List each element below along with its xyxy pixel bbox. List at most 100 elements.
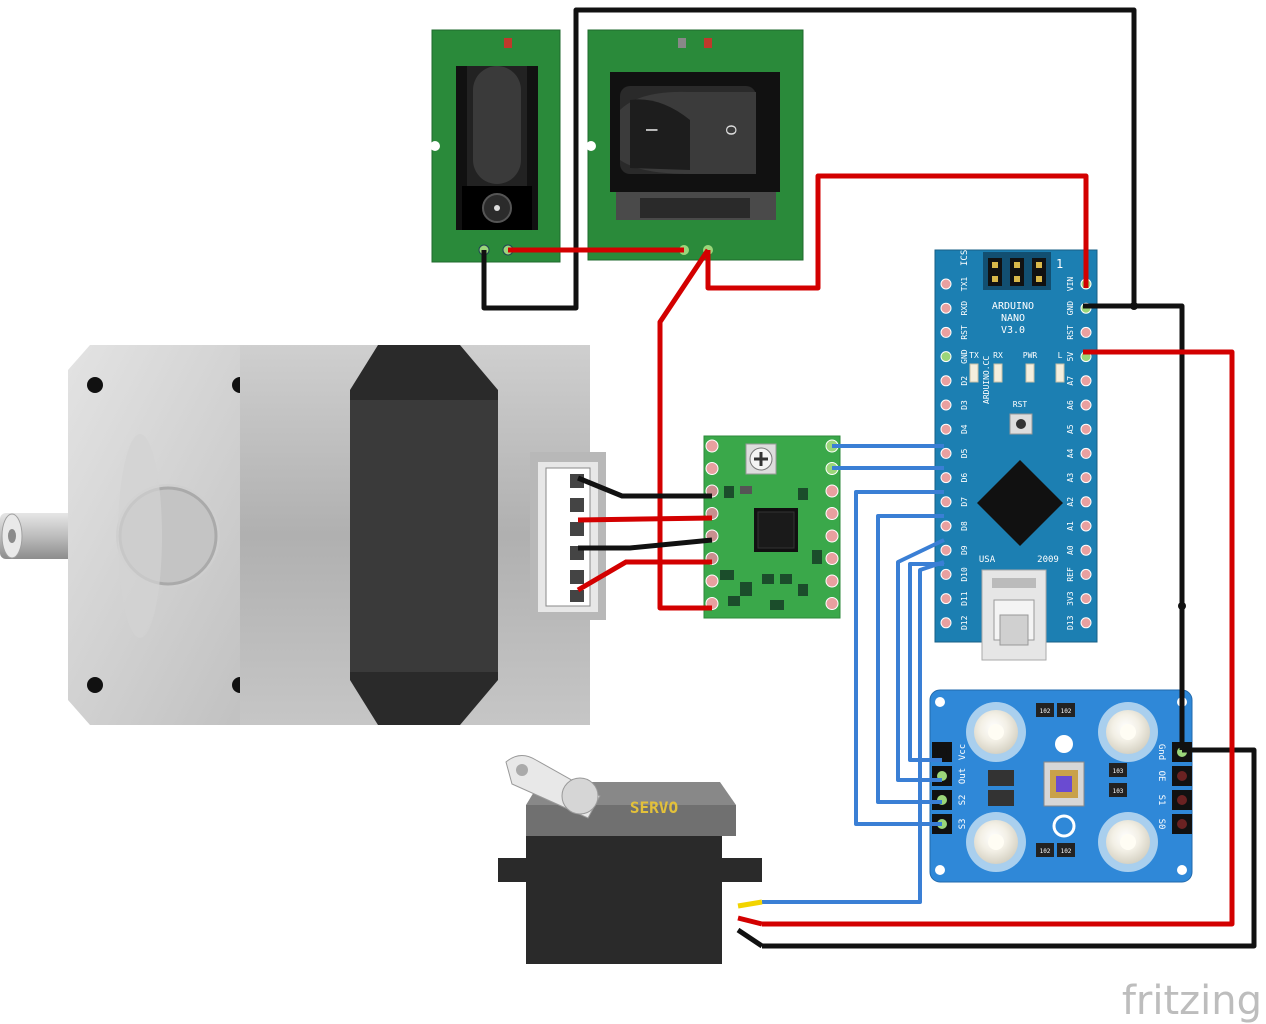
nano-pin-d13 [1080,617,1092,629]
nano-pin-label: A3 [1066,473,1075,483]
nano-pin-label: D10 [960,567,969,582]
driver-pad [825,597,839,610]
sensor-pin-label: OE [1156,771,1166,782]
nano-led [1025,363,1035,383]
wire-switch-to-driver [657,248,712,611]
resistor-label: 102 [1040,848,1051,855]
arduino-nano: ICSP 1 ARDUINO NANO V3.0 ARDUINO.CC RST … [934,244,1098,661]
nano-pin-rxd [940,302,952,314]
nano-pin-a4 [1080,447,1092,459]
nano-pin-d10 [940,568,952,580]
board-year: 2009 [1037,555,1059,565]
nano-pin-label: A1 [1066,521,1075,531]
nano-pin-a3 [1080,472,1092,484]
wire-coil-b2 [576,559,712,593]
fritzing-watermark: fritzing [1122,978,1262,1024]
wire-coil-b1 [578,537,713,551]
sensor-pin-label: Gnd [1156,744,1166,760]
nano-pin-d11 [940,593,952,605]
board-origin: USA [979,555,996,565]
nano-pin-a6 [1080,399,1092,411]
servo-lead-power [737,915,763,927]
wire-sensor-vcc [908,562,944,762]
sensor-pin-label: Vcc [958,744,968,760]
wire-coil-a2 [577,515,713,523]
icsp-label: ICSP [960,244,970,266]
driver-pad [825,529,839,543]
nano-pin-d7 [940,496,952,508]
sensor-resistor [1109,763,1127,777]
driver-pad [825,574,839,588]
servo-label: SERVO [630,798,678,817]
wire-servo-signal [762,560,945,904]
stepper-driver-board [703,435,841,619]
nano-pin-ref [1080,568,1092,580]
nano-pin-label: D3 [960,400,969,410]
nano-pin-a7 [1080,375,1092,387]
nano-pin-label: D13 [1066,615,1075,630]
nano-led [969,363,979,383]
nano-pin-rst [940,326,952,338]
resistor-label: 102 [1040,708,1051,715]
nano-pin-label: A0 [1066,545,1075,555]
nano-led-label: TX [969,351,979,360]
sensor-pin-label: Out [958,768,968,784]
nano-pin-label: D11 [960,591,969,606]
resistor-label: 102 [1061,848,1072,855]
nano-pin-label: RXD [960,301,969,316]
wires [481,7,1257,949]
servo-lead-ground [736,927,764,949]
driver-pad [705,574,719,588]
nano-pin-a1 [1080,520,1092,532]
nano-pin-label: A2 [1066,497,1075,507]
sensor-resistor [1036,703,1054,717]
nano-pin-a2 [1080,496,1092,508]
driver-pad [825,507,839,520]
nano-pin-label: 3V3 [1066,591,1075,606]
nano-pin-label: D2 [960,376,969,386]
servo-motor: SERVO [498,755,762,964]
nano-led-label: PWR [1023,351,1038,360]
board-name: ARDUINO [992,301,1034,312]
nano-pin-label: D12 [960,615,969,630]
nano-pin-d3 [940,399,952,411]
nano-pin-label: A5 [1066,424,1075,434]
nano-pin-3v3 [1080,593,1092,605]
driver-pad [825,484,839,498]
sensor-pin-label: S2 [958,795,968,806]
dc-jack-board [430,29,561,263]
nano-pin-label: A7 [1066,376,1075,386]
nano-pin-a5 [1080,423,1092,435]
icsp-pin-one: 1 [1056,257,1063,271]
nano-pin-d6 [940,472,952,484]
nano-led-label: RX [993,351,1003,360]
sensor-resistor [1057,703,1075,717]
nano-pin-d9 [940,544,952,556]
nano-pin-d12 [940,617,952,629]
resistor-label: 103 [1113,788,1124,795]
sensor-pin-label: S3 [958,819,968,830]
sensor-pin-label: S1 [1156,795,1166,806]
nano-led [993,363,1003,383]
driver-pad [705,462,719,475]
power-switch-board: I O [586,29,804,261]
nano-pin-a0 [1080,544,1092,556]
nano-pin-label: RST [960,325,969,340]
switch-on-symbol: I [642,128,661,133]
board-website: ARDUINO.CC [982,356,991,404]
nano-pin-label: D6 [960,473,969,483]
servo-lead-signal [737,899,763,909]
rst-button-label: RST [1013,400,1028,409]
nano-pin-label: VIN [1066,277,1075,292]
wire-5v-to-servo [762,349,1235,927]
nano-pin-label: D9 [960,545,969,555]
wire-sensor-s3 [854,490,944,826]
nano-pin-gnd [940,351,952,363]
nano-pin-rst [1080,326,1092,338]
nano-pin-label: D8 [960,521,969,531]
nano-pin-label: 5V [1066,352,1075,362]
wire-gnd-servo [762,747,1257,949]
nano-pin-label: GND [1066,301,1075,316]
sensor-pin-label: S0 [1156,819,1166,830]
